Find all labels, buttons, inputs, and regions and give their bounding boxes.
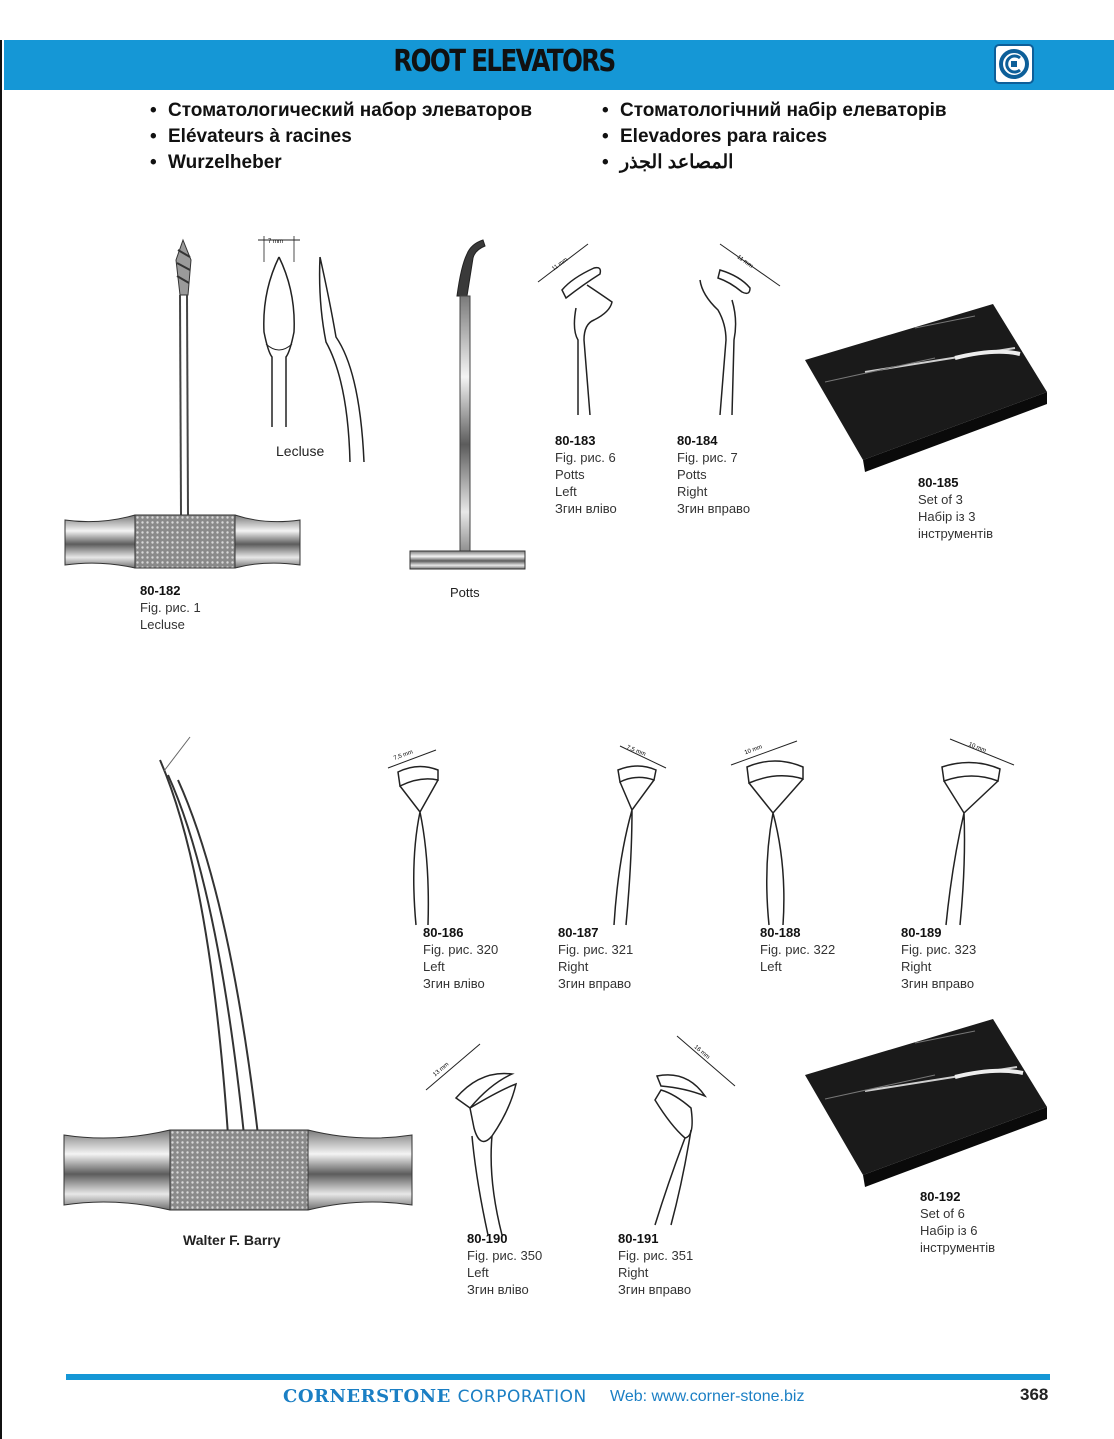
product-80-184-label: 80-184 Fig. рис. 7 Potts Right Згин впра… [677, 433, 751, 516]
dimension-label: 7,5 mm [393, 749, 414, 761]
elevator-320-tip-drawing: 7,5 mm [387, 749, 439, 926]
dimension-label: 13 mm [432, 1062, 450, 1078]
language-list-right: •Стоматологічний набір елеваторів •Eleva… [602, 98, 947, 176]
potts-elevator-drawing [409, 239, 526, 570]
dimension-label: 10 mm [744, 744, 763, 756]
language-item: •Стоматологический набор элеваторов [150, 100, 532, 121]
lecluse-tip-detail-drawing: 7 mm [258, 236, 365, 463]
elevator-323-tip-drawing: 10 mm [941, 738, 1015, 926]
dimension-label: 10 mm [968, 742, 987, 754]
product-80-187-label: 80-187 Fig. рис. 321 Right Згин вправо [558, 925, 634, 991]
dimension-label: 7 mm [268, 239, 283, 245]
product-80-186-label: 80-186 Fig. рис. 320 Left Згин вліво [423, 925, 499, 991]
footer-web-link[interactable]: Web: www.corner-stone.biz [610, 1388, 805, 1405]
elevator-350-tip-drawing: 13 mm [425, 1043, 518, 1236]
dimension-label: 7,5 mm [626, 745, 647, 758]
product-80-191-label: 80-191 Fig. рис. 351 Right Згин вправо [618, 1231, 694, 1297]
elevator-351-tip-drawing: 16 mm [654, 1035, 736, 1226]
page-title: ROOT ELEVATORS [393, 44, 616, 79]
product-80-185-label: 80-185 Set of 3 Набір із 3 інструментів [918, 475, 994, 541]
product-80-188-label: 80-188 Fig. рис. 322 Left [760, 925, 836, 974]
brand-name: CORNERSTONE [283, 1386, 451, 1407]
product-80-192-label: 80-192 Set of 6 Набір із 6 інструментів [920, 1189, 996, 1255]
lecluse-elevator-drawing [64, 238, 301, 569]
product-80-190-label: 80-190 Fig. рис. 350 Left Згин вліво [467, 1231, 543, 1297]
language-item: •Elevadores para raices [602, 126, 828, 147]
page-border [0, 40, 2, 1439]
potts-left-tip-drawing: 11 mm [537, 243, 613, 416]
page-number: 368 [1020, 1385, 1049, 1404]
brand-suffix: CORPORATION [457, 1387, 587, 1407]
product-80-182-label: 80-182 Fig. рис. 1 Lecluse [140, 583, 201, 632]
cornerstone-logo-icon [994, 44, 1034, 84]
header-banner: ROOT ELEVATORS [4, 40, 1114, 90]
language-item: •Wurzelheber [150, 152, 282, 173]
dimension-label: 11 mm [736, 254, 754, 269]
language-item: •المصاعد الجذر [602, 152, 734, 173]
footer-brand: CORNERSTONE CORPORATION [283, 1386, 587, 1407]
figure-label-potts: Potts [450, 585, 480, 600]
product-80-183-label: 80-183 Fig. рис. 6 Potts Left Згин вліво [555, 433, 617, 516]
footer-divider [66, 1374, 1050, 1380]
elevator-322-tip-drawing: 10 mm [730, 740, 804, 926]
language-item: •Elévateurs à racines [150, 126, 352, 147]
set-of-3-box-image [805, 304, 1047, 472]
language-list-left: •Стоматологический набор элеваторов •Elé… [150, 98, 532, 176]
language-item: •Стоматологічний набір елеваторів [602, 100, 947, 121]
product-80-189-label: 80-189 Fig. рис. 323 Right Згин вправо [901, 925, 977, 991]
dimension-label: 11 mm [551, 257, 569, 272]
elevator-321-tip-drawing: 7,5 mm [613, 745, 667, 926]
figure-label-walter-barry: Walter F. Barry [183, 1232, 281, 1248]
potts-right-tip-drawing: 11 mm [699, 243, 781, 416]
set-of-6-box-image [805, 1019, 1047, 1187]
dimension-label: 16 mm [693, 1044, 711, 1060]
figure-label-lecluse: Lecluse [276, 443, 325, 459]
walter-barry-elevator-drawing [63, 736, 413, 1211]
